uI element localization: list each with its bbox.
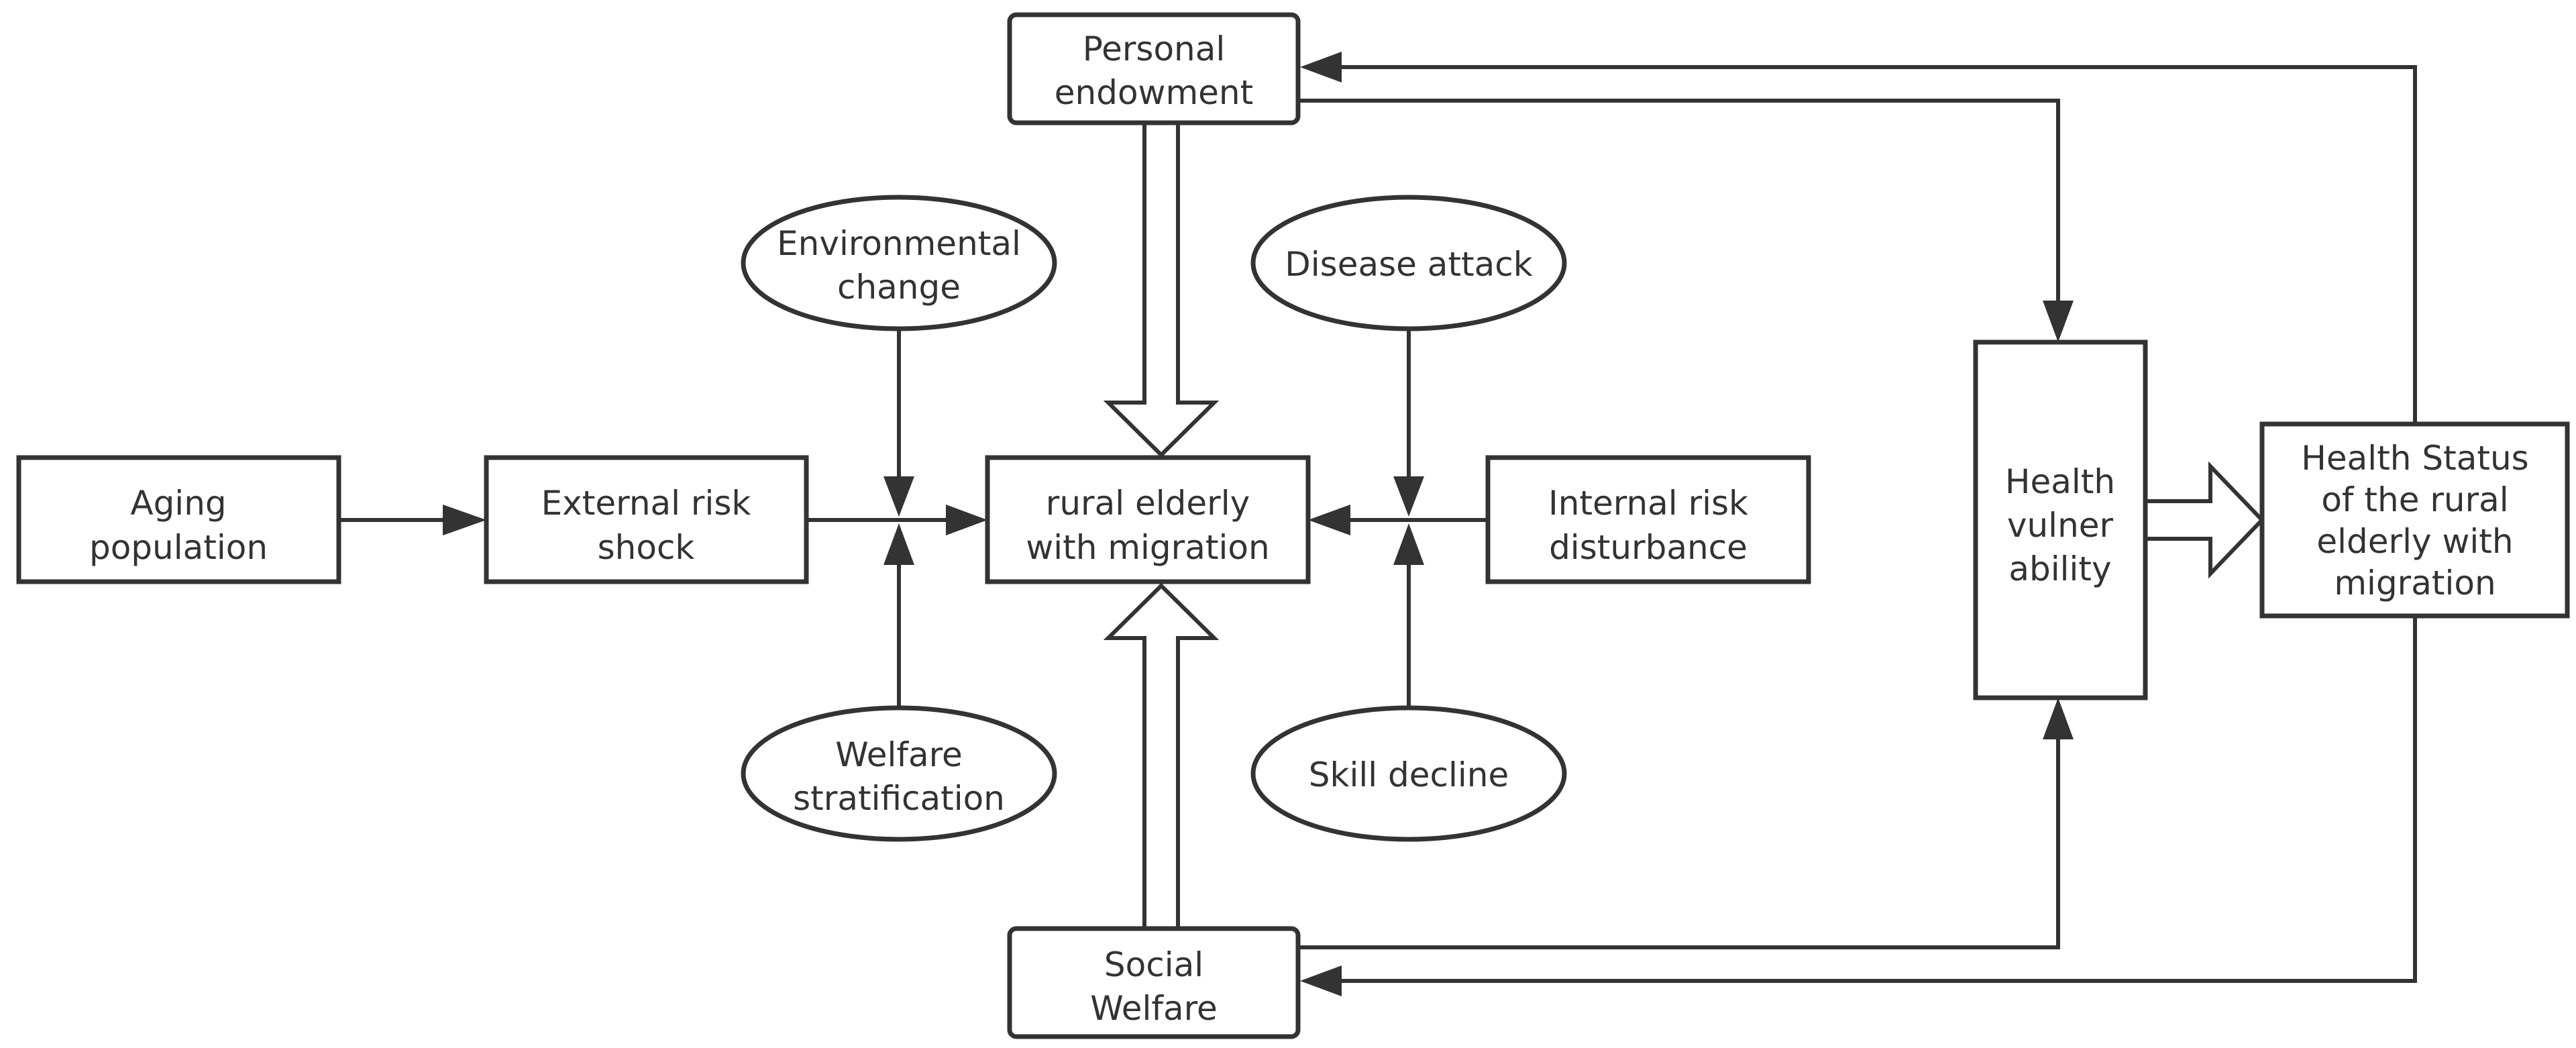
node-internal-risk-disturbance: Internal risk disturbance [1485, 455, 1811, 584]
personal-endowment-line1: Personal [1083, 30, 1226, 68]
health-vulnerability-line1: Health [2005, 462, 2115, 501]
health-status-line3: elderly with [2316, 522, 2513, 561]
arrowhead-to-external [443, 505, 486, 535]
welfare-stratification-line2: stratification [793, 779, 1005, 818]
arrowhead-environmental-down [883, 476, 914, 517]
arrowhead-to-personal [1300, 52, 1342, 83]
node-external-risk-shock: External risk shock [484, 455, 809, 584]
health-status-line4: migration [2334, 564, 2496, 602]
connector-status-to-social [1342, 616, 2417, 983]
external-risk-shock-line2: shock [598, 528, 695, 567]
arrowhead-to-vulnerability-top [2043, 301, 2074, 342]
environmental-change-line2: change [837, 268, 961, 307]
health-status-line1: Health Status [2301, 439, 2528, 478]
connector-social-to-vulnerability [1298, 739, 2060, 949]
node-skill-decline: Skill decline [1250, 705, 1567, 842]
aging-population-line2: population [89, 528, 268, 567]
node-disease-attack: Disease attack [1250, 195, 1567, 331]
health-status-line2: of the rural [2321, 480, 2508, 519]
node-welfare-stratification: Welfare stratification [741, 705, 1057, 842]
node-environmental-change: Environmental change [741, 195, 1057, 331]
arrowhead-disease-down [1393, 476, 1424, 517]
node-personal-endowment: Personal endowment [1007, 12, 1301, 125]
connector-personal-to-vulnerability [1298, 99, 2060, 301]
connector-status-to-personal [1342, 65, 2417, 424]
hollow-arrow-personal-to-rural [1103, 121, 1220, 458]
hollow-arrow-social-to-rural [1103, 582, 1220, 931]
arrowhead-skill-up [1393, 523, 1424, 565]
internal-risk-disturbance-line2: disturbance [1549, 528, 1748, 567]
aging-population-line1: Aging [130, 484, 226, 523]
node-social-welfare: Social Welfare [1007, 926, 1301, 1039]
social-welfare-line2: Welfare [1090, 989, 1218, 1028]
social-welfare-line1: Social [1104, 945, 1203, 984]
rural-elderly-line1: rural elderly [1046, 484, 1250, 523]
arrowhead-to-vulnerability-bottom [2043, 698, 2074, 739]
personal-endowment-line2: endowment [1055, 73, 1253, 112]
disease-attack-line1: Disease attack [1285, 245, 1533, 284]
external-risk-shock-line1: External risk [541, 484, 751, 523]
node-rural-elderly: rural elderly with migration [985, 455, 1311, 584]
internal-risk-disturbance-line1: Internal risk [1548, 484, 1748, 523]
health-vulnerability-line3: ability [2008, 549, 2111, 588]
arrowhead-to-rural-left [946, 505, 987, 535]
node-aging-population: Aging population [16, 455, 341, 584]
health-vulnerability-line2: vulner [2007, 506, 2114, 545]
arrowhead-to-social [1300, 965, 1342, 996]
hollow-arrow-vulnerability-to-status [2143, 461, 2265, 579]
welfare-stratification-line1: Welfare [835, 735, 963, 774]
rural-elderly-line2: with migration [1026, 528, 1269, 567]
skill-decline-line1: Skill decline [1309, 755, 1509, 794]
environmental-change-line1: Environmental [777, 224, 1021, 263]
node-health-status: Health Status of the rural elderly with … [2259, 421, 2570, 619]
arrowhead-to-rural-right [1308, 505, 1350, 535]
node-health-vulnerability: Health vulner ability [1973, 339, 2148, 700]
arrowhead-welfare-strat-up [883, 523, 914, 565]
